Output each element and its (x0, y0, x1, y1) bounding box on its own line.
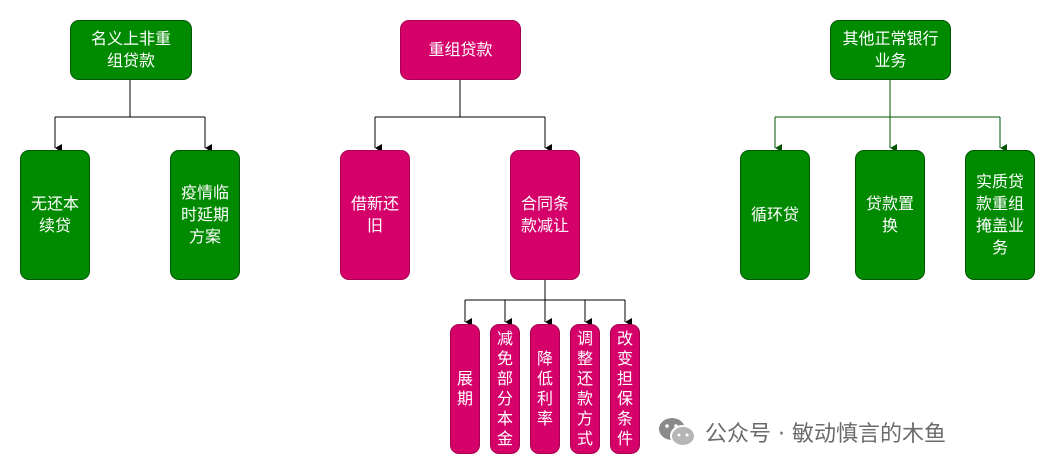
node-nominal-root: 名义上非重组贷款 (70, 20, 192, 80)
node-revolving-loan: 循环贷 (740, 150, 810, 280)
node-label: 合同条款减让 (520, 194, 569, 235)
node-label: 调整还款方式 (577, 329, 594, 448)
node-label: 贷款置换 (865, 194, 914, 235)
watermark: 公众号 · 敏动慎言的木鱼 (657, 412, 946, 452)
nominal-connectors (54, 80, 212, 152)
node-principal-reduction: 减免部分本金 (490, 324, 520, 454)
node-rate-reduction: 降低利率 (530, 324, 560, 454)
node-no-repayment-renewal: 无还本续贷 (20, 150, 90, 280)
node-label: 借新还旧 (350, 194, 399, 235)
node-restructure-root: 重组贷款 (400, 20, 521, 80)
node-label: 实质贷款重组掩盖业务 (975, 172, 1024, 257)
node-label: 循环贷 (750, 205, 799, 224)
node-extension: 展期 (450, 324, 480, 454)
node-label: 疫情临时延期方案 (180, 183, 229, 246)
node-label: 减免部分本金 (497, 329, 514, 448)
node-label: 名义上非重组贷款 (90, 29, 171, 70)
node-label: 无还本续贷 (30, 194, 79, 235)
node-collateral-change: 改变担保条件 (610, 324, 640, 454)
node-label: 改变担保条件 (617, 329, 634, 448)
node-label: 展期 (457, 369, 474, 408)
normal-connectors (774, 80, 1007, 152)
node-label: 降低利率 (537, 349, 554, 428)
node-label: 其他正常银行业务 (842, 29, 939, 70)
node-loan-replacement: 贷款置换 (855, 150, 925, 280)
node-normal-root: 其他正常银行业务 (830, 20, 951, 80)
node-pandemic-deferral: 疫情临时延期方案 (170, 150, 240, 280)
node-borrow-new-repay-old: 借新还旧 (340, 150, 410, 280)
restructure-connectors (374, 80, 632, 326)
watermark-text: 公众号 · 敏动慎言的木鱼 (705, 422, 946, 447)
node-label: 重组贷款 (428, 40, 493, 59)
node-disguised-restructure: 实质贷款重组掩盖业务 (965, 150, 1035, 280)
node-contract-concession: 合同条款减让 (510, 150, 580, 280)
wechat-icon (659, 418, 696, 447)
node-repayment-adjustment: 调整还款方式 (570, 324, 600, 454)
